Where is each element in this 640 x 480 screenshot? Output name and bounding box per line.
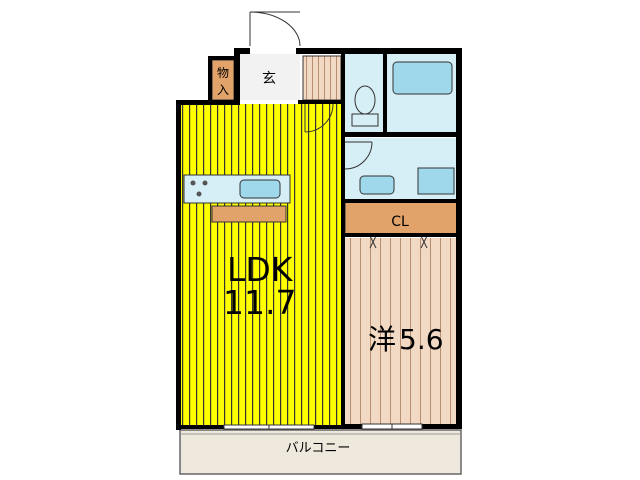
closet-door-icon xyxy=(369,235,428,249)
bathtub-icon xyxy=(392,61,453,95)
storage-label-top: 物 xyxy=(217,66,229,80)
wash-basin-icon xyxy=(359,175,395,195)
ldk-door-icon xyxy=(304,103,334,133)
western-room: 洋 5.6 xyxy=(345,238,458,428)
ldk-area-label: 11.7 xyxy=(223,283,296,322)
ldk-name-label: LDK xyxy=(227,250,294,289)
ldk-room: LDK 11.7 xyxy=(180,104,342,428)
balcony-label: バルコニー xyxy=(286,441,351,456)
storage: 物 入 xyxy=(211,59,235,101)
stove-icon xyxy=(190,180,208,197)
window-sashes xyxy=(223,423,423,430)
storage-label-bottom: 入 xyxy=(217,83,229,97)
entrance-label: 玄 xyxy=(262,70,276,87)
western-name-label: 洋 xyxy=(368,323,396,356)
western-area-label: 5.6 xyxy=(399,323,444,356)
western-floor xyxy=(345,238,458,428)
toilet-icon xyxy=(351,85,379,127)
dining-counter xyxy=(211,205,287,223)
closet-floor xyxy=(344,201,459,235)
washing-machine-icon xyxy=(417,167,455,195)
closet: CL xyxy=(344,201,459,249)
entrance-door-icon xyxy=(249,11,301,47)
entrance: 玄 xyxy=(238,11,342,133)
wet-area xyxy=(344,54,458,200)
ldk-floor xyxy=(180,104,342,428)
closet-label: CL xyxy=(391,214,409,230)
balcony-floor xyxy=(179,429,462,475)
balcony: バルコニー xyxy=(179,429,462,475)
washroom-door-icon xyxy=(344,141,373,170)
kitchen-sink-icon xyxy=(239,179,281,199)
shoe-cabinet xyxy=(302,55,342,101)
entrance-floor xyxy=(238,54,300,100)
